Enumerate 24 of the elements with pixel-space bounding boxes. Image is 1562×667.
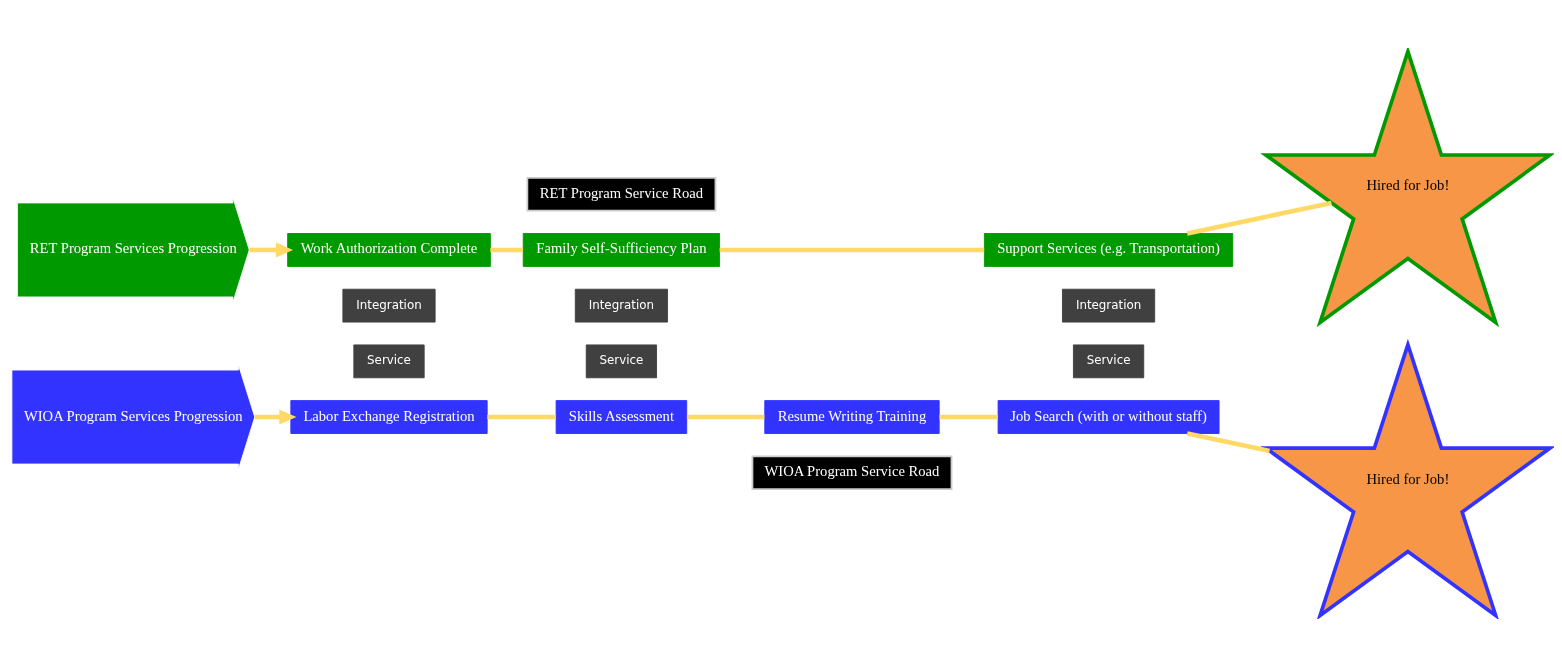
connector [487, 414, 556, 420]
label: Integration [356, 297, 422, 312]
connector [719, 247, 985, 253]
node-box: RET Program Service Road [526, 176, 717, 212]
label: Integration [588, 297, 655, 312]
label: Service [599, 353, 644, 368]
node-box: WIOA Program Service Road [751, 455, 953, 491]
node-box: Work Authorization Complete [287, 233, 491, 267]
arrow [254, 409, 297, 425]
node-box: Resume Writing Training [764, 400, 940, 434]
node-box: Job Search (with or without staff) [997, 400, 1220, 434]
connector [686, 414, 765, 420]
arrow [249, 242, 294, 258]
connector [1186, 431, 1270, 454]
label: Integration [1075, 297, 1142, 312]
label: Service [367, 353, 411, 368]
connector [490, 247, 523, 253]
connector [1186, 200, 1332, 236]
node-box: Labor Exchange Registration [290, 400, 488, 434]
node-box: Family Self-Sufficiency Plan [522, 233, 721, 267]
node-box: Support Services (e.g. Transportation) [983, 233, 1234, 267]
node-box: Skills Assessment [555, 400, 688, 434]
connector [939, 414, 998, 420]
label: Service [1086, 353, 1131, 368]
